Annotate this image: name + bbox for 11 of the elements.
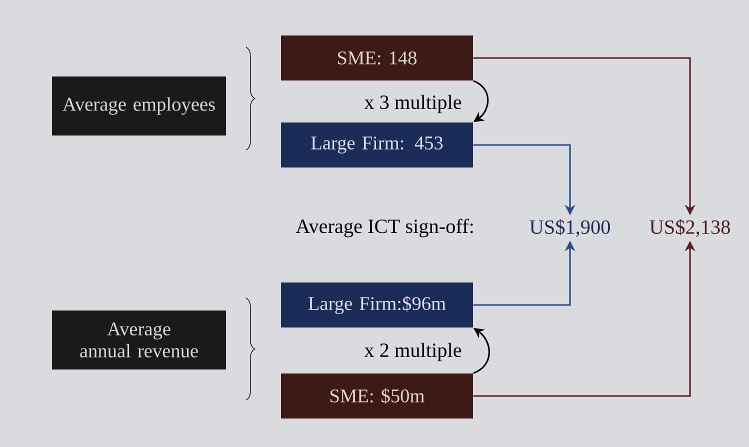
- edge-label: x 3 multiple: [364, 94, 462, 114]
- caption-label: Average ICT sign-off:: [296, 218, 473, 238]
- edge-label: x 2 multiple: [364, 342, 462, 362]
- category-box: Average annual revenue: [52, 310, 226, 370]
- value-box: Large Firm:$96m: [281, 282, 473, 328]
- value-box: Large Firm: 453: [281, 122, 473, 168]
- result-value: US$2,138: [650, 219, 730, 237]
- value-box: SME: $50m: [281, 374, 473, 418]
- result-value: US$1,900: [530, 219, 610, 237]
- value-box: SME: 148: [281, 36, 473, 80]
- category-box: Average employees: [52, 76, 226, 136]
